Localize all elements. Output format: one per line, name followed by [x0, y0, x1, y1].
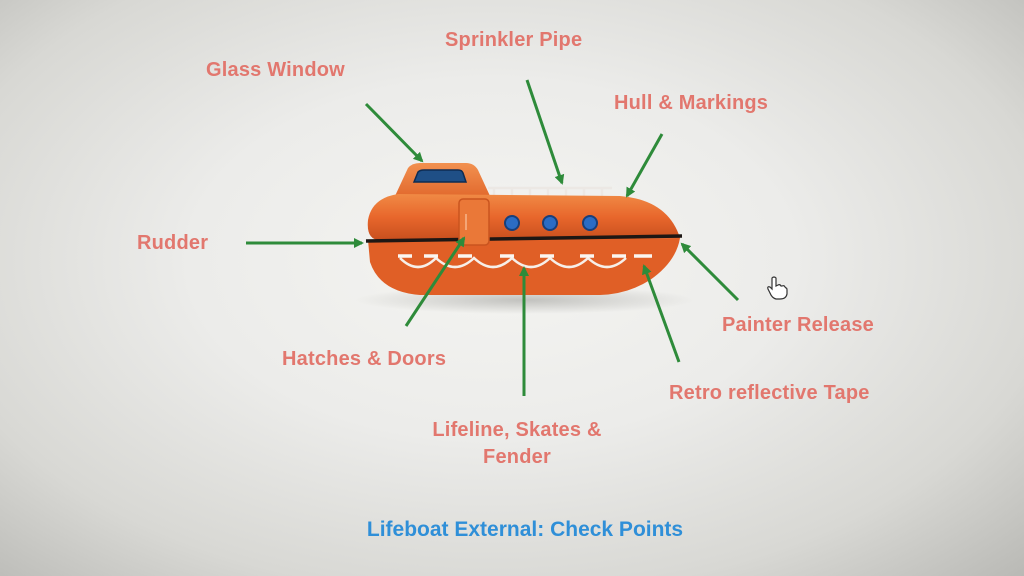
hatch-door — [458, 198, 490, 246]
lifeboat — [365, 163, 683, 295]
hand-pointer-icon — [767, 276, 788, 300]
label-lifeline-line2: Fender — [483, 446, 551, 468]
arrow-hull-markings — [625, 133, 664, 198]
label-lifeline-line1: Lifeline, Skates & — [432, 419, 602, 441]
glass-window — [412, 169, 468, 183]
hull-stripe — [365, 234, 683, 243]
arrow-glass-window — [364, 102, 424, 163]
arrow-hatches-doors — [404, 236, 466, 327]
label-sprinkler-pipe: Sprinkler Pipe — [445, 29, 583, 51]
label-painter-release: Painter Release — [722, 314, 874, 336]
lifeline — [399, 256, 627, 269]
label-lifeline: Lifeline, Skates & Fender — [419, 419, 615, 469]
label-hatches-doors: Hatches & Doors — [282, 348, 447, 370]
diagram-caption: Lifeboat External: Check Points — [366, 518, 684, 541]
arrow-painter-release — [680, 242, 740, 302]
arrow-retro-tape — [642, 264, 681, 363]
label-retro-tape: Retro reflective Tape — [669, 382, 870, 404]
label-rudder: Rudder — [137, 232, 209, 254]
label-glass-window: Glass Window — [206, 59, 345, 81]
portholes — [504, 215, 598, 231]
label-hull-markings: Hull & Markings — [614, 92, 769, 114]
hull-upper — [367, 194, 680, 240]
arrow-sprinkler-pipe — [525, 79, 565, 185]
